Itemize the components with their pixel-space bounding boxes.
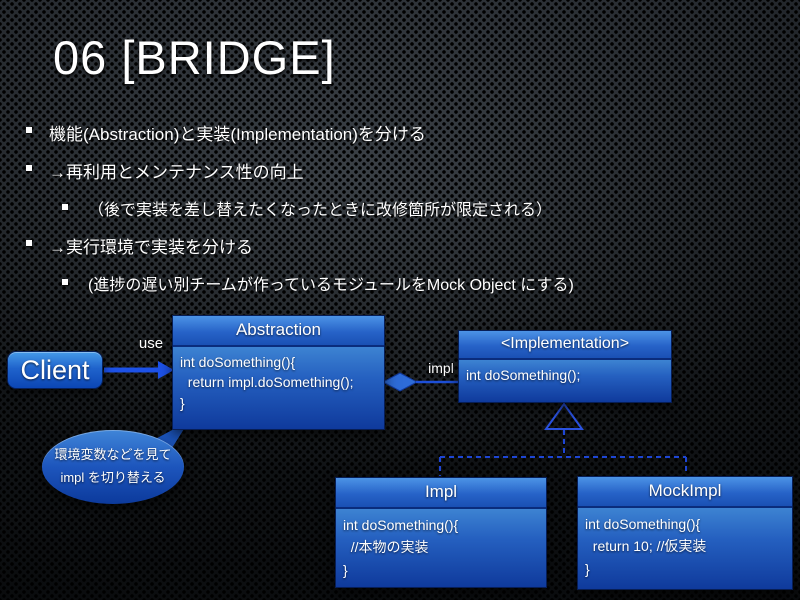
class-title: Abstraction [173, 316, 384, 347]
aggregation-diamond-icon [381, 372, 419, 392]
class-title: MockImpl [578, 477, 792, 508]
bullet-item: (進捗の遅い別チームが作っているモジュールをMock Object にする) [62, 271, 574, 295]
code-line: return impl.doSomething(); [180, 374, 354, 391]
code-line: int doSomething(){ [343, 517, 459, 533]
code-line: } [343, 561, 348, 578]
note-line: 環境変数などを見て [54, 447, 172, 463]
bullet-text: →再利用とメンテナンス性の向上 [49, 163, 304, 182]
slide-title: 06 [BRIDGE] [53, 31, 336, 84]
bullet-text: 機能(Abstraction)と実装(Implementation)を分ける [49, 125, 426, 144]
class-title: <Implementation> [459, 331, 671, 360]
class-body: int doSomething(){ return impl.doSomethi… [173, 347, 384, 429]
class-body: int doSomething(){ return 10; //仮実装 } [578, 508, 792, 589]
client-label: Client [20, 354, 90, 385]
bullet-item: 機能(Abstraction)と実装(Implementation)を分ける [26, 120, 426, 145]
inheritance-triangle-icon [544, 402, 584, 430]
class-box-impl: Impl int doSomething(){ //本物の実装 } [335, 477, 547, 588]
class-box-implementation: <Implementation> int doSomething(); [458, 330, 672, 403]
bullet-item: →再利用とメンテナンス性の向上 [26, 158, 304, 183]
code-line: return 10; //仮実装 [585, 538, 707, 555]
note-bubble: 環境変数などを見て impl を切り替える [42, 430, 184, 504]
bullet-marker [62, 204, 68, 210]
note-line: impl を切り替える [60, 470, 166, 485]
bullet-marker [26, 165, 32, 171]
bullet-text: →実行環境で実装を分ける [49, 238, 253, 257]
code-line: int doSomething(){ [585, 516, 701, 532]
use-edge-label: use [138, 335, 164, 352]
class-box-abstraction: Abstraction int doSomething(){ return im… [172, 315, 385, 430]
code-line: int doSomething(){ [180, 354, 296, 370]
bullet-marker [62, 279, 68, 285]
code-line: } [180, 394, 185, 411]
inheritance-dashed-lines [439, 430, 687, 476]
bullet-marker [26, 127, 32, 133]
class-title: Impl [336, 478, 546, 509]
code-line: //本物の実装 [343, 539, 429, 556]
class-body: int doSomething(){ //本物の実装 } [336, 509, 546, 587]
bullet-item: （後で実装を差し替えたくなったときに改修箇所が限定される） [62, 196, 552, 220]
code-line: int doSomething(); [466, 367, 581, 383]
bullet-item: →実行環境で実装を分ける [26, 233, 253, 258]
class-body: int doSomething(); [459, 360, 671, 402]
bullet-text: (進捗の遅い別チームが作っているモジュールをMock Object にする) [88, 277, 574, 294]
code-line: } [585, 560, 590, 577]
bullet-text: （後で実装を差し替えたくなったときに改修箇所が限定される） [88, 202, 553, 219]
class-box-mockimpl: MockImpl int doSomething(){ return 10; /… [577, 476, 793, 590]
client-node: Client [7, 351, 103, 389]
bullet-marker [26, 240, 32, 246]
impl-edge-label: impl [428, 360, 454, 376]
